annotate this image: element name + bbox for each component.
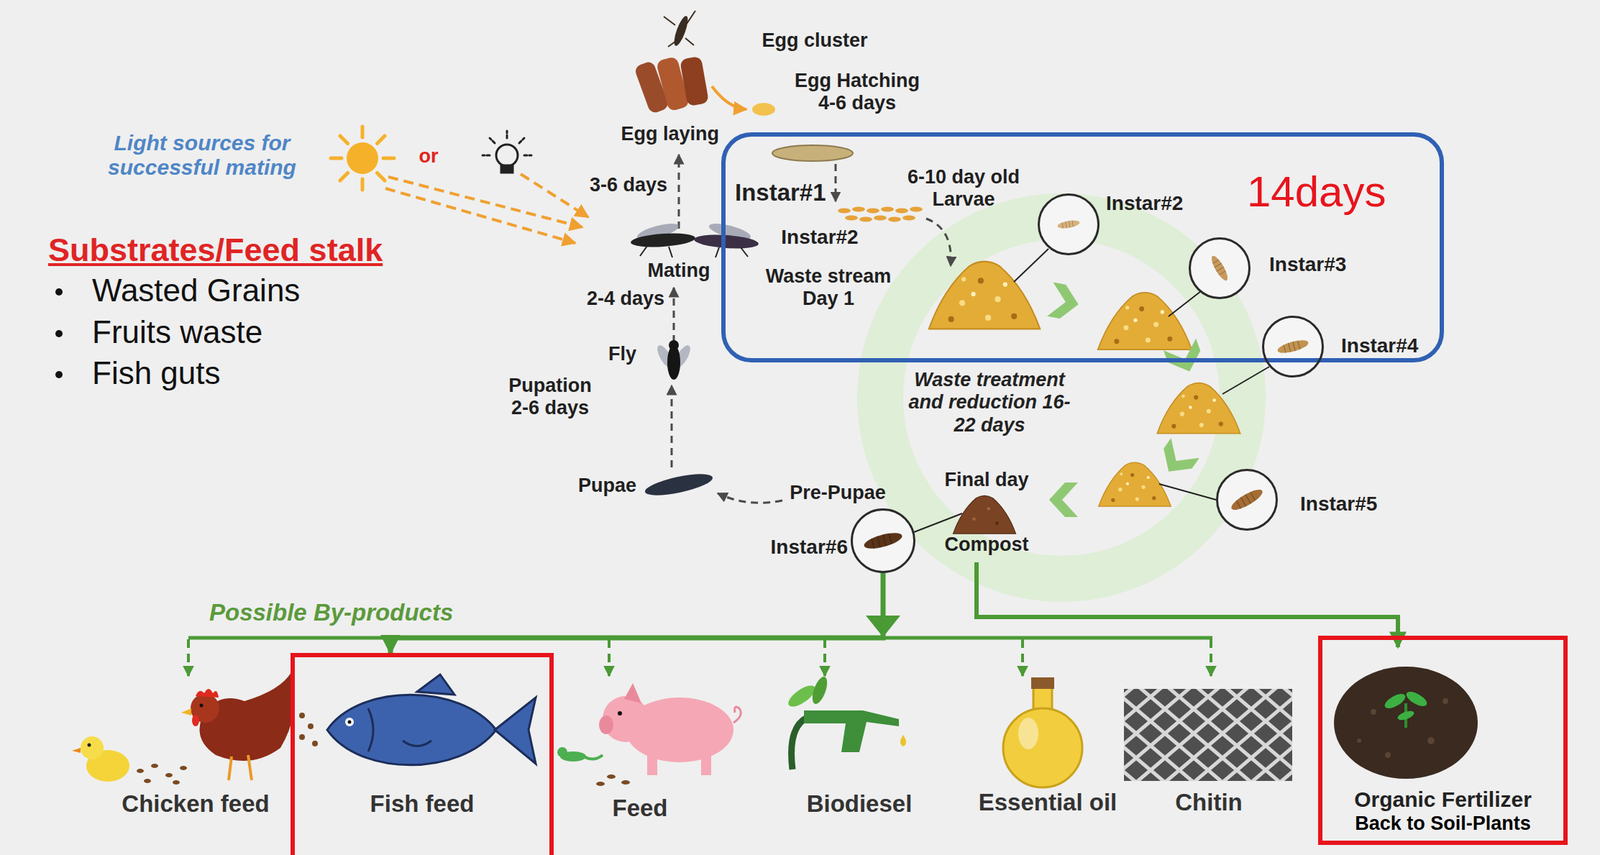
light-source-icons: [330, 126, 589, 244]
stage-label: Pupae: [578, 474, 637, 497]
egg-mass: [772, 145, 853, 162]
young-larvae: [837, 207, 923, 223]
instar-label: Instar#5: [1300, 492, 1378, 516]
progress-chevrons: [1047, 282, 1206, 518]
soil-plant-picture: [1333, 666, 1478, 779]
product-caption: Feed: [611, 794, 668, 822]
list-item: Wasted Grains: [92, 272, 300, 310]
egg-cluster-picture: [633, 10, 776, 116]
instar-label: Instar#2: [780, 225, 858, 249]
pupa: [643, 469, 715, 500]
instar-circle: Instar#6: [850, 508, 916, 574]
mating-flies: [629, 220, 759, 258]
flow-connector: [390, 573, 884, 653]
oil-flask-picture: [1003, 677, 1083, 788]
fish-picture: [299, 674, 536, 766]
chitin-picture: [1123, 688, 1293, 781]
duration-label: 14days: [1246, 166, 1386, 217]
stage-label: Egg laying: [620, 122, 720, 146]
stage-label: Fly: [608, 343, 637, 366]
stage-label: Egg cluster: [761, 29, 868, 52]
product-caption: Chicken feed: [121, 790, 269, 818]
instar-label: Instar#2: [1105, 192, 1183, 216]
chicken-picture: [71, 672, 295, 785]
lifecycle-arrows: [671, 154, 951, 503]
adult-fly: [654, 340, 694, 380]
list-bullets: [55, 288, 63, 379]
section-label: Possible By-products: [209, 599, 454, 627]
product-caption: Organic Fertilizer: [1354, 787, 1532, 813]
stage-label: 2-4 days: [586, 287, 665, 310]
product-caption: Biodiesel: [806, 790, 913, 818]
instar-circle: Instar#2: [1037, 193, 1100, 256]
stage-label: Egg Hatching 4-6 days: [788, 69, 926, 115]
conjunction-text: or: [419, 145, 439, 168]
product-caption: Back to Soil-Plants: [1354, 812, 1531, 835]
product-caption: Fish feed: [370, 790, 475, 818]
stage-label: Waste stream Day 1: [756, 265, 901, 310]
stage-label: Pre-Pupae: [789, 481, 886, 505]
list-heading: Substrates/Feed stalk: [48, 231, 383, 269]
stage-label: Pupation 2-6 days: [499, 374, 601, 420]
stage-label: 6-10 day old Larvae: [891, 166, 1036, 211]
instar-label: Instar#6: [770, 535, 848, 559]
highlight-box: Organic FertilizerBack to Soil-Plants: [1318, 635, 1568, 845]
instar-label: Instar#3: [1269, 253, 1347, 277]
product-caption: Chitin: [1175, 788, 1242, 817]
process-note: Waste treatment and reduction 16-22 days: [903, 368, 1076, 436]
instar-circle: Instar#3: [1188, 237, 1251, 300]
highlight-box: Fish feed: [290, 652, 554, 855]
note-text: Light sources for successful mating: [90, 130, 314, 181]
stage-label: Compost: [944, 533, 1030, 556]
list-item: Fruits waste: [92, 314, 263, 351]
instar-circle: Instar#4: [1262, 315, 1324, 378]
biodiesel-picture: [785, 674, 907, 770]
stage-label: Final day: [944, 468, 1029, 492]
product-caption: Essential oil: [978, 788, 1118, 817]
instar-circle: Instar#5: [1216, 468, 1278, 531]
stage-label: Mating: [647, 259, 711, 282]
pig-lizard-picture: [557, 683, 741, 786]
by-product-lines: [188, 562, 1398, 676]
list-item: Fish guts: [92, 355, 221, 392]
instar-label: Instar#1: [734, 179, 827, 207]
instar-magnifiers: [852, 194, 1323, 572]
instar-label: Instar#4: [1341, 334, 1419, 358]
stage-label: 3-6 days: [589, 174, 668, 197]
